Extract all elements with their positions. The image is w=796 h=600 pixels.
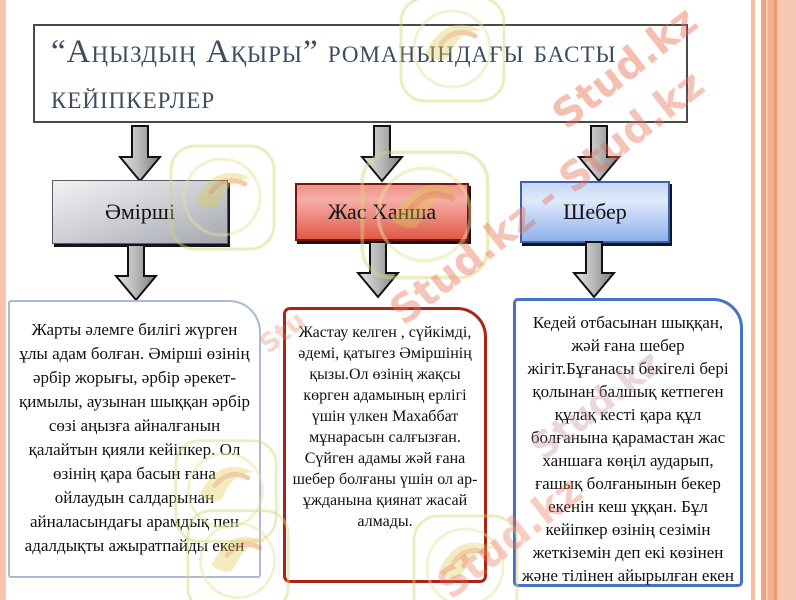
down-arrow-icon [572,241,616,299]
down-arrow-icon [360,125,404,183]
down-arrow-icon [118,125,162,183]
description-box-sheber: Кедей отбасынан шыққан, жәй ғана шебер ж… [513,298,743,587]
slide-title: “Аңыздың Ақыры” романындағы басты кейіпк… [51,34,617,116]
character-box-amirshi: Әмірші [52,180,228,244]
right-edge-band-stripe [774,0,777,600]
character-name: Шебер [563,199,627,224]
character-name: Әмірші [105,199,175,224]
right-edge-band-stripe [768,0,774,600]
character-description: Жарты әлемге билігі жүрген ұлы адам болғ… [18,320,251,555]
title-box: “Аңыздың Ақыры” романындағы басты кейіпк… [33,24,688,123]
description-box-amirshi: Жарты әлемге билігі жүрген ұлы адам болғ… [8,300,261,578]
character-name: Жас Ханша [327,199,437,224]
right-edge-band [761,0,796,600]
character-box-zhas-khansha: Жас Ханша [295,183,469,241]
character-box-sheber: Шебер [520,181,670,243]
down-arrow-icon [356,241,400,299]
down-arrow-icon [114,244,158,302]
right-edge-thin-stripe [751,0,755,600]
character-description: Жастау келген , сүйкімді, әдемі, қатыгез… [292,324,478,530]
description-box-zhas-khansha: Жастау келген , сүйкімді, әдемі, қатыгез… [283,307,487,583]
right-edge-band-stripe [761,0,766,600]
character-description: Кедей отбасынан шыққан, жәй ғана шебер ж… [522,313,734,585]
left-edge-stripe [0,0,6,600]
down-arrow-icon [577,125,621,183]
